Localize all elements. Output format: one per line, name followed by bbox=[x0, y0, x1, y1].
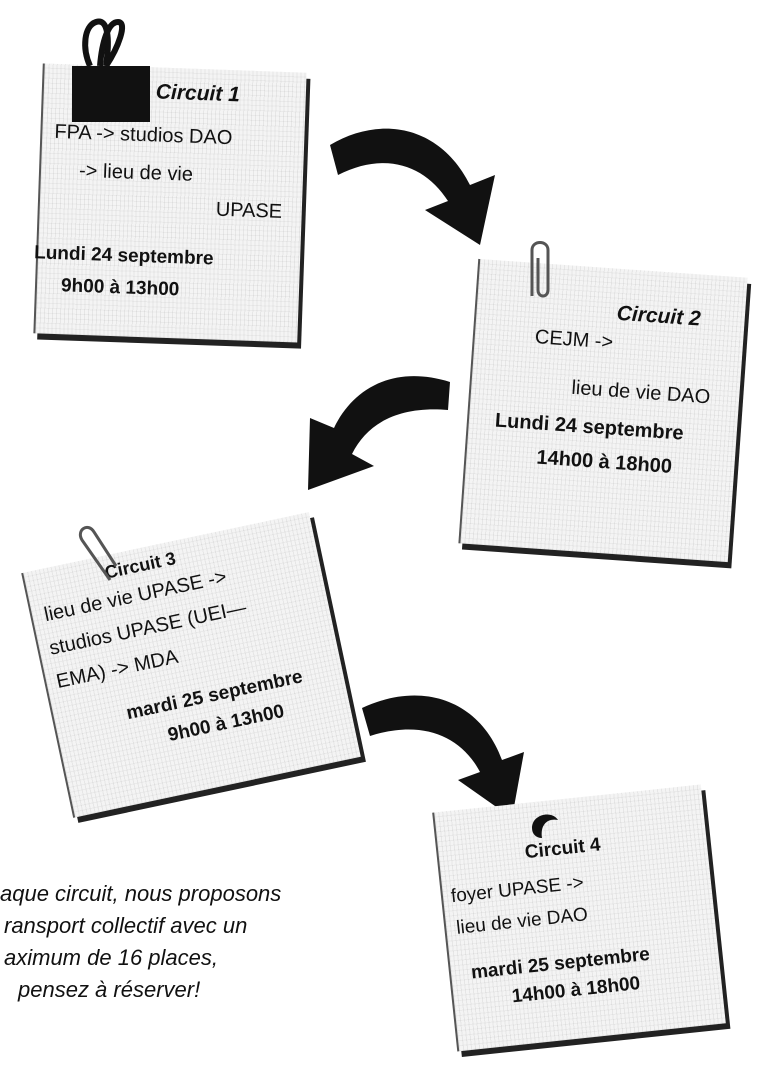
circuit-1-route-line-2: -> lieu de vie bbox=[78, 159, 194, 186]
curved-arrow-icon bbox=[362, 695, 524, 818]
circuit-2-time: 14h00 à 18h00 bbox=[535, 446, 673, 478]
circuit-4-route-line-2: lieu de vie DAO bbox=[455, 904, 589, 939]
curved-arrow-icon bbox=[308, 376, 450, 490]
curved-arrow-icon bbox=[330, 128, 495, 245]
circuit-2-route-line-1: CEJM -> bbox=[534, 326, 614, 354]
circuit-1-route-line-3: UPASE bbox=[215, 198, 283, 223]
circuit-1-title: Circuit 1 bbox=[155, 80, 241, 107]
circuit-2-day: Lundi 24 septembre bbox=[494, 409, 685, 445]
circuit-2-title: Circuit 2 bbox=[616, 301, 702, 331]
circuit-4-note: Circuit 4 foyer UPASE -> lieu de vie DAO… bbox=[432, 784, 726, 1052]
circuit-4-route-line-1: foyer UPASE -> bbox=[449, 872, 585, 908]
caption-line-1: aque circuit, nous proposons bbox=[0, 881, 282, 906]
circuit-2-note: Circuit 2 CEJM -> lieu de vie DAO Lundi … bbox=[458, 258, 748, 563]
caption-line-4: pensez à réserver! bbox=[18, 977, 201, 1002]
paperclip-icon bbox=[79, 526, 118, 581]
circuit-4-time: 14h00 à 18h00 bbox=[510, 973, 642, 1008]
circuit-2-route-line-2: lieu de vie DAO bbox=[570, 376, 711, 409]
circuit-1-day: Lundi 24 septembre bbox=[33, 242, 214, 270]
pushpin-icon bbox=[532, 814, 558, 838]
paperclip-icon bbox=[530, 241, 550, 298]
caption-text: aque circuit, nous proposons ransport co… bbox=[0, 878, 340, 1006]
binder-clip-icon bbox=[72, 18, 150, 122]
circuit-1-time: 9h00 à 13h00 bbox=[60, 275, 180, 301]
caption-line-3: aximum de 16 places, bbox=[4, 945, 218, 970]
caption-line-2: ransport collectif avec un bbox=[4, 913, 248, 938]
